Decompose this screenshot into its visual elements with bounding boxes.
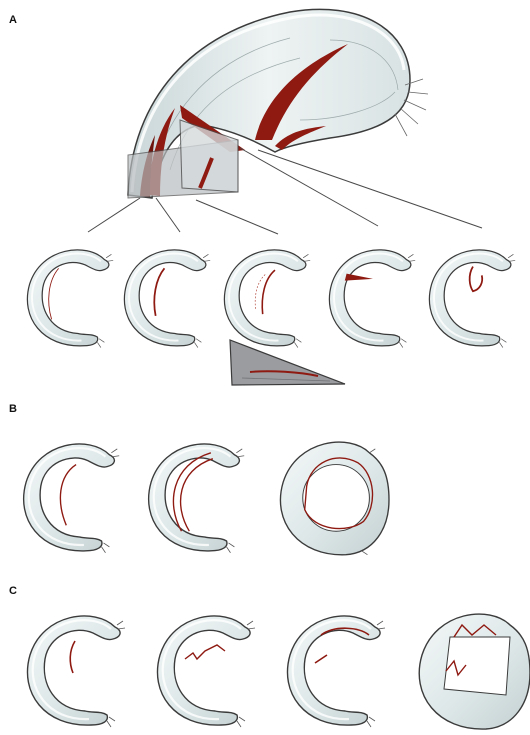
panel-b-section-1 [24,444,120,553]
panel-a-section-2 [124,250,210,348]
panel-a-section-1 [27,250,113,348]
panel-a-section-5 [429,250,515,348]
panel-c-section-3 [287,616,385,727]
panel-c-section-4 [419,614,530,729]
panel-b-section-3 [280,442,389,555]
panel-a-triangular-section [230,340,345,385]
panel-a-section-3 [224,250,310,348]
panel-c-section-2 [157,616,255,727]
panel-a-section-4 [329,250,415,348]
panel-b-section-2 [149,444,245,553]
panel-a-meniscus-overview [88,9,482,234]
panel-c-section-1 [27,616,125,727]
